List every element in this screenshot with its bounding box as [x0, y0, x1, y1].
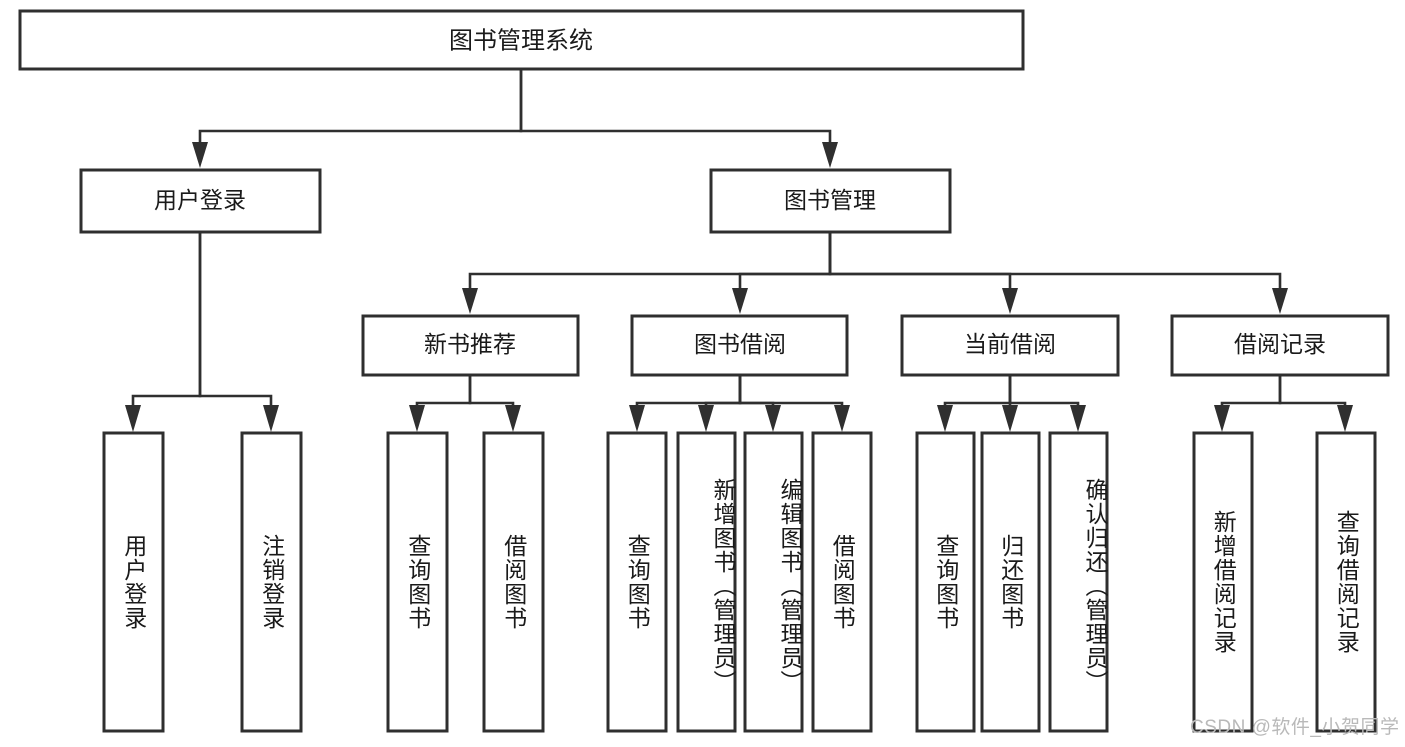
arrowhead-bookmgmt-to-book-borrow — [732, 288, 748, 314]
connector-bookmgmt-to-book-borrow — [738, 232, 832, 294]
arrowhead-bookmgmt-to-current-borrow — [1002, 288, 1018, 314]
arrowhead-bookborrow-to-leaf-query-book-2 — [629, 405, 645, 432]
arrowhead-root-to-book-management — [822, 142, 838, 168]
connector-root-to-book-management — [519, 69, 832, 148]
node-new-book-recommend-box[interactable] — [361, 314, 580, 377]
arrowhead-userlogin-to-leaf-user-login — [125, 405, 141, 432]
node-book-management-label: 图书管理 — [784, 187, 876, 213]
node-borrow-record-box[interactable] — [1170, 314, 1390, 377]
connector-group-book-borrow — [629, 375, 850, 432]
node-leaf-query-book-2-box[interactable] — [606, 431, 668, 733]
arrowhead-currentborrow-to-leaf-confirm-return — [1070, 405, 1086, 432]
arrowhead-currentborrow-to-leaf-query-book-3 — [937, 405, 953, 432]
node-leaf-borrow-book-1-box[interactable] — [482, 431, 545, 733]
node-leaf-edit-book-box[interactable] — [743, 431, 804, 733]
node-leaf-user-login-box[interactable] — [102, 431, 165, 733]
node-leaf-add-book-box[interactable] — [676, 431, 737, 733]
arrowhead-root-to-user-login — [192, 142, 208, 168]
arrowhead-newbook-to-leaf-query-book-1 — [409, 405, 425, 432]
connector-group-new-book-recommend — [409, 375, 521, 432]
node-leaf-query-record-box[interactable] — [1315, 431, 1377, 733]
node-current-borrow-box[interactable] — [900, 314, 1120, 377]
node-book-management-box[interactable] — [709, 168, 952, 234]
connector-bookborrow-to-leaf-query-book-2 — [635, 375, 742, 410]
connector-group-book-management — [462, 232, 1288, 314]
connector-userlogin-to-leaf-user-logout — [198, 232, 273, 410]
node-leaf-confirm-return-box[interactable] — [1048, 431, 1109, 733]
node-new-book-recommend[interactable]: 新书推荐 — [361, 314, 580, 377]
node-leaf-add-record-box[interactable] — [1192, 431, 1254, 733]
node-user-login-label: 用户登录 — [154, 187, 246, 213]
node-new-book-recommend-label: 新书推荐 — [424, 331, 516, 357]
connector-group-borrow-record — [1214, 375, 1353, 432]
connector-borrowrecord-to-leaf-add-record — [1220, 375, 1282, 410]
connector-root-to-user-login — [198, 69, 523, 148]
csdn-watermark: CSDN @软件_小贺同学 — [1190, 717, 1400, 738]
node-leaf-borrow-book-2-box[interactable] — [811, 431, 873, 733]
arrowhead-bookmgmt-to-new-book-recommend — [462, 288, 478, 314]
arrowhead-bookborrow-to-leaf-edit-book — [765, 405, 781, 432]
node-user-login[interactable]: 用户登录 — [79, 168, 322, 234]
connector-newbook-to-leaf-borrow-book-1 — [468, 375, 515, 410]
node-book-borrow-label: 图书借阅 — [694, 331, 786, 357]
node-book-borrow[interactable]: 图书借阅 — [630, 314, 849, 377]
connector-borrowrecord-to-leaf-query-record — [1278, 375, 1347, 410]
connector-bookborrow-to-leaf-borrow-book-2 — [738, 375, 844, 410]
connector-newbook-to-leaf-query-book-1 — [415, 375, 472, 410]
connector-bookborrow-to-leaf-edit-book — [738, 375, 775, 410]
node-root-box[interactable] — [18, 9, 1025, 71]
node-book-borrow-box[interactable] — [630, 314, 849, 377]
connector-currentborrow-to-leaf-confirm-return — [1008, 375, 1080, 410]
arrowhead-borrowrecord-to-leaf-query-record — [1337, 405, 1353, 432]
node-user-login-box[interactable] — [79, 168, 322, 234]
connector-bookmgmt-to-current-borrow — [828, 232, 1012, 294]
node-leaf-user-logout-box[interactable] — [240, 431, 303, 733]
node-book-management[interactable]: 图书管理 — [709, 168, 952, 234]
connector-bookborrow-to-leaf-add-book — [704, 375, 742, 410]
node-current-borrow[interactable]: 当前借阅 — [900, 314, 1120, 377]
arrowhead-bookmgmt-to-borrow-record — [1272, 288, 1288, 314]
connector-group-root — [192, 69, 838, 168]
node-borrow-record-label: 借阅记录 — [1234, 331, 1326, 357]
node-leaf-query-book-1-box[interactable] — [386, 431, 449, 733]
arrowhead-userlogin-to-leaf-user-logout — [263, 405, 279, 432]
arrowhead-bookborrow-to-leaf-borrow-book-2 — [834, 405, 850, 432]
connector-group-current-borrow — [937, 375, 1086, 432]
node-leaf-query-book-3-box[interactable] — [915, 431, 976, 733]
node-current-borrow-label: 当前借阅 — [964, 331, 1056, 357]
arrowhead-newbook-to-leaf-borrow-book-1 — [505, 405, 521, 432]
node-leaf-return-book-box[interactable] — [980, 431, 1041, 733]
connector-bookmgmt-to-new-book-recommend — [468, 232, 832, 294]
connector-group-user-login — [125, 232, 279, 432]
connector-userlogin-to-leaf-user-login — [131, 232, 202, 410]
arrowhead-borrowrecord-to-leaf-add-record — [1214, 405, 1230, 432]
arrowhead-bookborrow-to-leaf-add-book — [698, 405, 714, 432]
connector-bookmgmt-to-borrow-record — [828, 232, 1282, 294]
arrowhead-currentborrow-to-leaf-return-book — [1002, 405, 1018, 432]
node-root[interactable]: 图书管理系统 — [18, 9, 1025, 71]
connector-currentborrow-to-leaf-query-book-3 — [943, 375, 1012, 410]
node-borrow-record[interactable]: 借阅记录 — [1170, 314, 1390, 377]
node-root-label: 图书管理系统 — [449, 27, 593, 54]
